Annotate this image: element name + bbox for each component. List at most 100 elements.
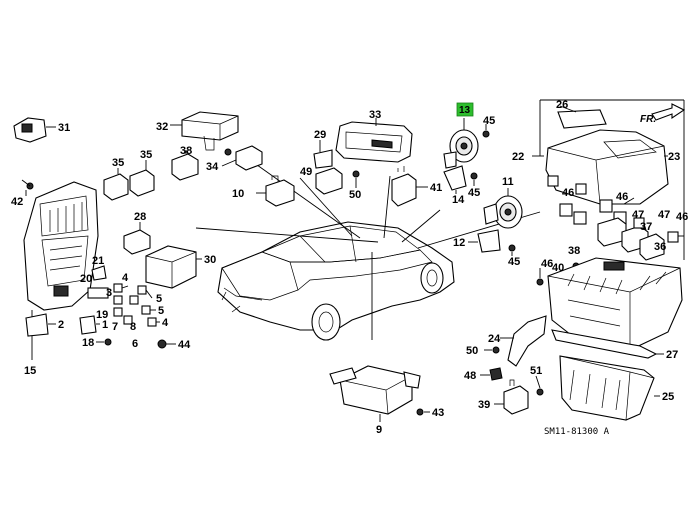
vehicle-outline xyxy=(217,221,455,341)
callout-13-highlight xyxy=(456,102,474,117)
callout-34: 34 xyxy=(206,161,219,173)
part-26-label xyxy=(557,105,607,129)
callout-44: 44 xyxy=(178,339,191,351)
callout-46a: 46 xyxy=(562,187,574,199)
callout-2: 2 xyxy=(58,319,64,331)
part-14-bracket xyxy=(443,165,467,194)
callout-37: 37 xyxy=(640,221,652,233)
part-31-sensor xyxy=(13,117,56,143)
callout-49: 49 xyxy=(300,166,312,178)
direction-arrow xyxy=(651,103,686,121)
callout-47b: 47 xyxy=(658,209,670,221)
callout-35a: 35 xyxy=(112,157,124,169)
callout-25: 25 xyxy=(662,391,674,403)
callout-36: 36 xyxy=(654,241,666,253)
part-fuse-box-body xyxy=(547,257,683,351)
part-32-control-unit xyxy=(170,111,239,151)
part-27-lower-frame xyxy=(551,329,664,359)
part-30-control-unit xyxy=(145,245,202,289)
callout-22: 22 xyxy=(512,151,524,163)
callout-7: 7 xyxy=(112,321,118,333)
callout-21: 21 xyxy=(92,255,104,267)
part-45-bolt-c xyxy=(508,244,516,256)
callout-14: 14 xyxy=(452,194,465,206)
part-22-fuse-box-assembly-frame xyxy=(532,99,685,260)
callout-27: 27 xyxy=(666,349,678,361)
callout-3: 3 xyxy=(106,287,112,299)
part-45-bolt-b xyxy=(470,172,478,186)
callout-24: 24 xyxy=(488,333,501,345)
callout-5b: 5 xyxy=(158,305,164,317)
callout-4a: 4 xyxy=(122,272,129,284)
part-15-under-dash-fuse-box xyxy=(23,181,99,360)
part-33-meter-cluster xyxy=(335,118,413,163)
part-42-bolt xyxy=(21,179,34,196)
callout-11: 11 xyxy=(502,176,514,188)
callout-48: 48 xyxy=(464,370,476,382)
part-43-bolt xyxy=(416,408,430,416)
part-10-relay xyxy=(256,175,295,207)
callout-38-right: 38 xyxy=(568,245,580,257)
part-44-bolt xyxy=(157,339,176,349)
part-47-bolt xyxy=(536,268,544,286)
callout-8: 8 xyxy=(130,321,136,333)
callout-45c: 45 xyxy=(508,256,520,268)
part-21-clip xyxy=(91,265,107,281)
drawing-code: SM11-81300 A xyxy=(544,427,610,437)
part-28-relay xyxy=(123,222,151,255)
callout-45b: 45 xyxy=(468,187,480,199)
part-18-bolt xyxy=(96,338,112,346)
callout-39: 39 xyxy=(478,399,490,411)
callout-10: 10 xyxy=(232,188,244,200)
part-29-bracket xyxy=(313,140,333,169)
part-24-bracket xyxy=(500,315,547,367)
part-50-bolt-a xyxy=(352,170,360,188)
callout-13[interactable]: 13 xyxy=(459,105,471,116)
callout-30: 30 xyxy=(204,254,216,266)
part-49-relay xyxy=(315,167,343,195)
callout-1: 1 xyxy=(102,319,108,331)
callout-5a: 5 xyxy=(156,293,162,305)
part-48-grommet xyxy=(480,367,503,381)
callout-4b: 4 xyxy=(162,317,169,329)
callout-33: 33 xyxy=(369,109,381,121)
callout-26: 26 xyxy=(556,99,568,111)
part-35-relay-b xyxy=(129,160,155,197)
part-38-relay xyxy=(171,150,199,181)
part-50-bolt-b xyxy=(484,346,500,354)
part-12-bracket xyxy=(468,229,501,253)
callout-9: 9 xyxy=(376,424,382,436)
part-2-bracket xyxy=(25,313,56,337)
callout-41: 41 xyxy=(430,182,442,194)
callout-46d: 46 xyxy=(541,258,553,270)
callout-35b: 35 xyxy=(140,149,152,161)
callout-20: 20 xyxy=(80,273,92,285)
callout-31: 31 xyxy=(58,122,70,134)
part-51-bolt xyxy=(535,375,544,396)
part-34-relay xyxy=(221,145,263,171)
part-9-control-unit xyxy=(329,365,421,422)
direction-label: FR. xyxy=(640,114,656,125)
part-35-relay-a xyxy=(103,168,129,201)
part-41-relay xyxy=(391,166,428,207)
callout-43: 43 xyxy=(432,407,444,419)
callout-15: 15 xyxy=(24,365,36,377)
callout-51: 51 xyxy=(530,365,542,377)
part-39-relay xyxy=(494,379,529,415)
callout-38: 38 xyxy=(180,145,192,157)
callout-29: 29 xyxy=(314,129,326,141)
part-11-horn xyxy=(483,188,523,229)
relay-cluster xyxy=(547,175,684,261)
callout-45a: 45 xyxy=(483,115,495,127)
callout-46c: 46 xyxy=(676,211,688,223)
callout-18: 18 xyxy=(82,337,94,349)
part-45-bolt-a xyxy=(482,124,490,138)
callout-42: 42 xyxy=(11,196,23,208)
part-25-lower-cover xyxy=(559,355,660,421)
part-13-horn xyxy=(443,118,479,169)
callout-28: 28 xyxy=(134,211,146,223)
callout-47a: 47 xyxy=(632,209,644,221)
callout-19: 19 xyxy=(96,309,108,321)
callout-32: 32 xyxy=(156,121,168,133)
